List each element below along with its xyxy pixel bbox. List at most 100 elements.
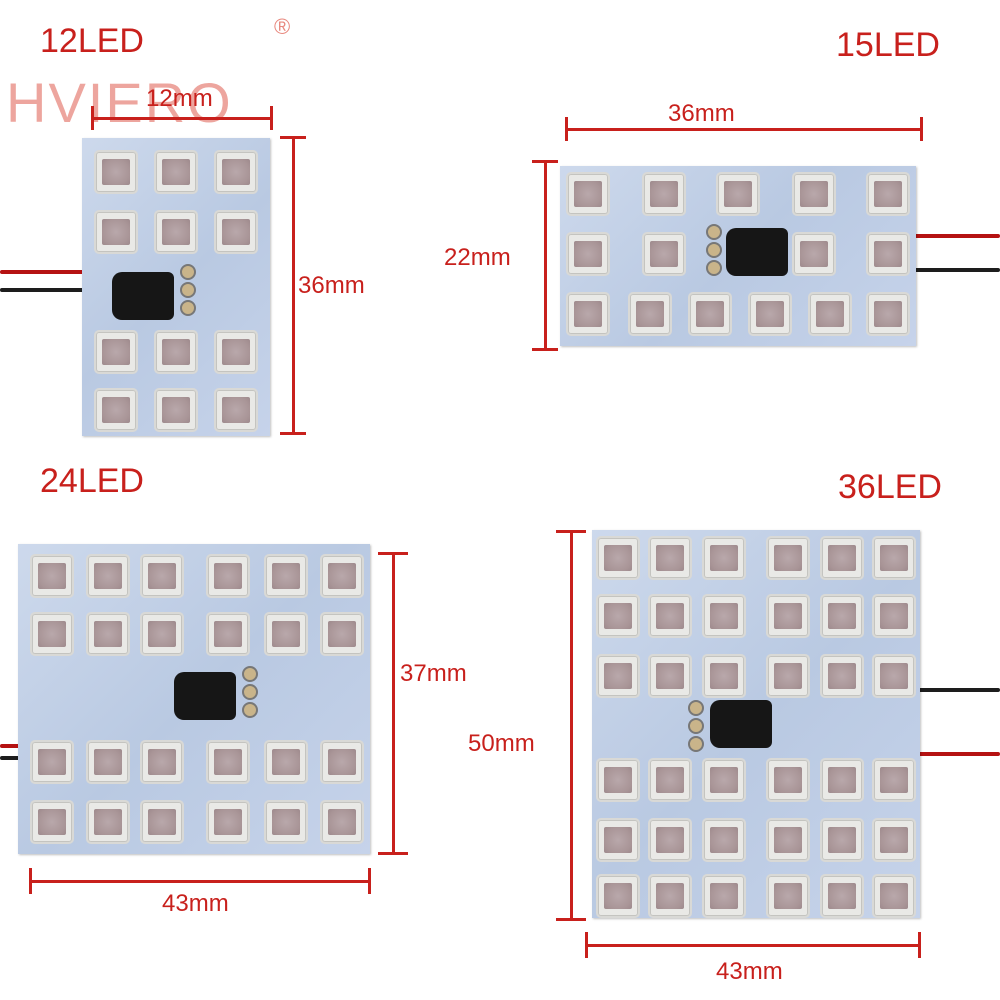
- led: [644, 174, 684, 214]
- led: [690, 294, 730, 334]
- dimline-12led-height: [292, 136, 295, 434]
- led: [704, 876, 744, 916]
- dimline-36led-cap: [585, 932, 588, 958]
- dimline-15led-width: [566, 128, 922, 131]
- led: [266, 802, 306, 842]
- led: [874, 538, 914, 578]
- led: [156, 390, 196, 430]
- led: [216, 212, 256, 252]
- dim-24led-width: 43mm: [162, 890, 229, 917]
- led: [568, 234, 608, 274]
- led: [704, 820, 744, 860]
- ir-sensor: [174, 672, 236, 720]
- dimline-15led-cap: [532, 348, 558, 351]
- wire-black: [912, 268, 1000, 272]
- led: [598, 820, 638, 860]
- led: [216, 152, 256, 192]
- led: [794, 234, 834, 274]
- wire-black: [0, 288, 92, 292]
- dim-12led-height: 36mm: [298, 272, 365, 299]
- dim-36led-height: 50mm: [468, 730, 535, 757]
- dim-24led-height: 37mm: [400, 660, 467, 687]
- led: [822, 876, 862, 916]
- dimline-24led-height: [392, 552, 395, 854]
- led: [768, 596, 808, 636]
- led: [32, 802, 72, 842]
- led: [96, 212, 136, 252]
- led: [598, 656, 638, 696]
- led: [322, 556, 362, 596]
- led: [156, 212, 196, 252]
- led: [266, 742, 306, 782]
- title-15led: 15LED: [836, 26, 940, 64]
- board-12led: [82, 138, 270, 436]
- sensor-pin: [242, 684, 258, 700]
- led: [874, 656, 914, 696]
- ir-sensor: [726, 228, 788, 276]
- led: [810, 294, 850, 334]
- led: [216, 390, 256, 430]
- sensor-pin: [242, 702, 258, 718]
- led: [822, 538, 862, 578]
- title-24led: 24LED: [40, 462, 144, 500]
- dimline-15led-cap: [565, 117, 568, 141]
- dimline-12led-cap: [270, 106, 273, 130]
- led: [598, 876, 638, 916]
- led: [208, 556, 248, 596]
- sensor-pin: [706, 224, 722, 240]
- led: [142, 802, 182, 842]
- dimline-24led-cap: [378, 552, 408, 555]
- led: [88, 802, 128, 842]
- led: [32, 614, 72, 654]
- dimline-12led-cap: [280, 136, 306, 139]
- led: [868, 294, 908, 334]
- led: [650, 820, 690, 860]
- led: [266, 614, 306, 654]
- wire-black: [912, 688, 1000, 692]
- dim-15led-height: 22mm: [444, 244, 511, 271]
- led: [644, 234, 684, 274]
- led: [794, 174, 834, 214]
- led: [650, 538, 690, 578]
- led: [88, 742, 128, 782]
- led: [650, 656, 690, 696]
- dimline-15led-cap: [920, 117, 923, 141]
- led: [568, 174, 608, 214]
- board-36led: [592, 530, 920, 918]
- dimline-36led-cap: [556, 918, 586, 921]
- title-36led: 36LED: [838, 468, 942, 506]
- led: [822, 760, 862, 800]
- led: [142, 556, 182, 596]
- dimline-36led-width: [586, 944, 920, 947]
- wire-red: [912, 234, 1000, 238]
- led: [768, 876, 808, 916]
- board-15led: [560, 166, 916, 346]
- led: [750, 294, 790, 334]
- dimline-12led-cap: [280, 432, 306, 435]
- led: [142, 614, 182, 654]
- led: [650, 596, 690, 636]
- led: [822, 596, 862, 636]
- led: [156, 332, 196, 372]
- dimline-24led-width: [30, 880, 370, 883]
- sensor-pin: [180, 282, 196, 298]
- led: [142, 742, 182, 782]
- dimline-36led-cap: [556, 530, 586, 533]
- dimline-12led-width: [92, 117, 272, 120]
- led: [96, 390, 136, 430]
- led: [704, 596, 744, 636]
- sensor-pin: [706, 260, 722, 276]
- led: [568, 294, 608, 334]
- led: [704, 538, 744, 578]
- led: [718, 174, 758, 214]
- dimline-15led-height: [544, 160, 547, 350]
- led: [704, 760, 744, 800]
- led: [598, 596, 638, 636]
- title-12led: 12LED: [40, 22, 144, 60]
- ir-sensor: [710, 700, 772, 748]
- led: [322, 742, 362, 782]
- led: [768, 656, 808, 696]
- sensor-pin: [706, 242, 722, 258]
- dim-12led-width: 12mm: [146, 85, 213, 112]
- led: [208, 802, 248, 842]
